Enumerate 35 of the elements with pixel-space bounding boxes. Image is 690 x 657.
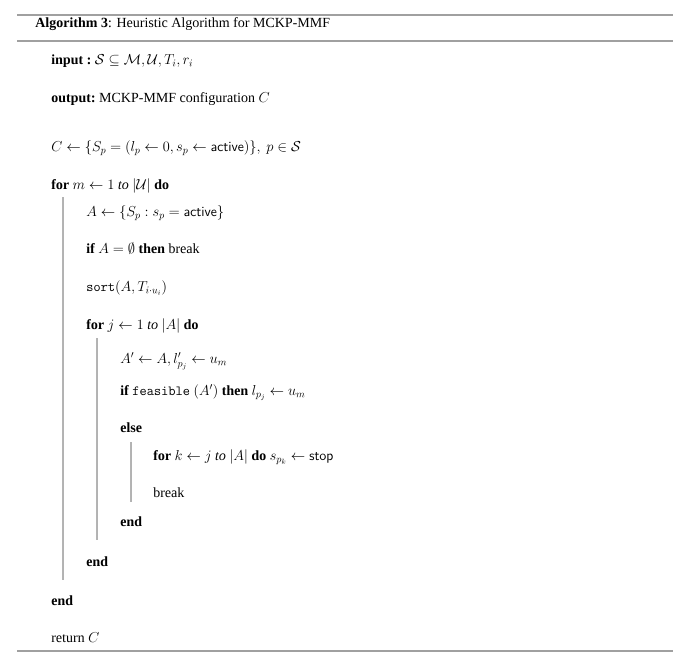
keyword: end <box>86 556 108 566</box>
formula: $\mathtt{sort}(A, T_{i \cdot u_i})$ <box>87 280 166 295</box>
keyword: do <box>154 179 168 190</box>
keyword: for <box>86 319 104 330</box>
formula: $k \leftarrow j\ \mathit{to}\ |A|$ <box>175 449 246 464</box>
algorithm-title: Algorithm 3: Heuristic Algorithm for MCKP-MMF <box>35 17 330 30</box>
keyword: do <box>252 450 266 460</box>
keyword: if <box>86 243 95 253</box>
keyword: do <box>184 319 198 330</box>
formula: $C \leftarrow \{S_p = (l_p \leftarrow 0, s_p \leftarrow \mathsf{active})\},\ p \in \mathcal{S}$ <box>52 140 300 156</box>
formula: $A \leftarrow \{S_p : s_p = \mathsf{active}\}$ <box>86 205 223 220</box>
keyword: if <box>120 385 129 395</box>
formula: $l_{p_j} \leftarrow u_m$ <box>252 385 305 400</box>
keyword: for <box>51 179 69 190</box>
formula: $\mathcal{S} \subseteq \mathcal{M}, \mathcal{U}, T_i, r_i$ <box>95 54 192 67</box>
formula: $s_{p_k} \leftarrow \mathsf{stop}$ <box>270 452 333 464</box>
keyword: for <box>153 450 171 460</box>
formula: $m \leftarrow 1\ \mathit{to}\ |\mathcal{U}|$ <box>72 178 149 193</box>
statement: return <box>51 634 84 642</box>
keyword: end <box>52 595 73 606</box>
statement: break <box>153 487 184 498</box>
formula: $A' \leftarrow A, l'_{p_j} \leftarrow u_m$ <box>120 352 226 370</box>
keyword: then <box>222 385 248 396</box>
keyword: else <box>120 422 142 432</box>
formula: $C$ <box>259 92 270 102</box>
statement: MCKP-MMF configuration <box>99 92 255 106</box>
keyword: end <box>120 516 142 526</box>
formula: $j \leftarrow 1\ \mathit{to}\ |A|$ <box>107 318 178 333</box>
formula: $A = \emptyset$ <box>98 242 134 254</box>
keyword: then <box>138 243 165 254</box>
formula: $\mathtt{feasible}\ (A')$ <box>132 384 217 399</box>
formula: $C$ <box>88 632 99 642</box>
keyword: output: <box>52 94 94 105</box>
keyword: input : <box>52 54 90 67</box>
statement: break <box>168 243 200 254</box>
